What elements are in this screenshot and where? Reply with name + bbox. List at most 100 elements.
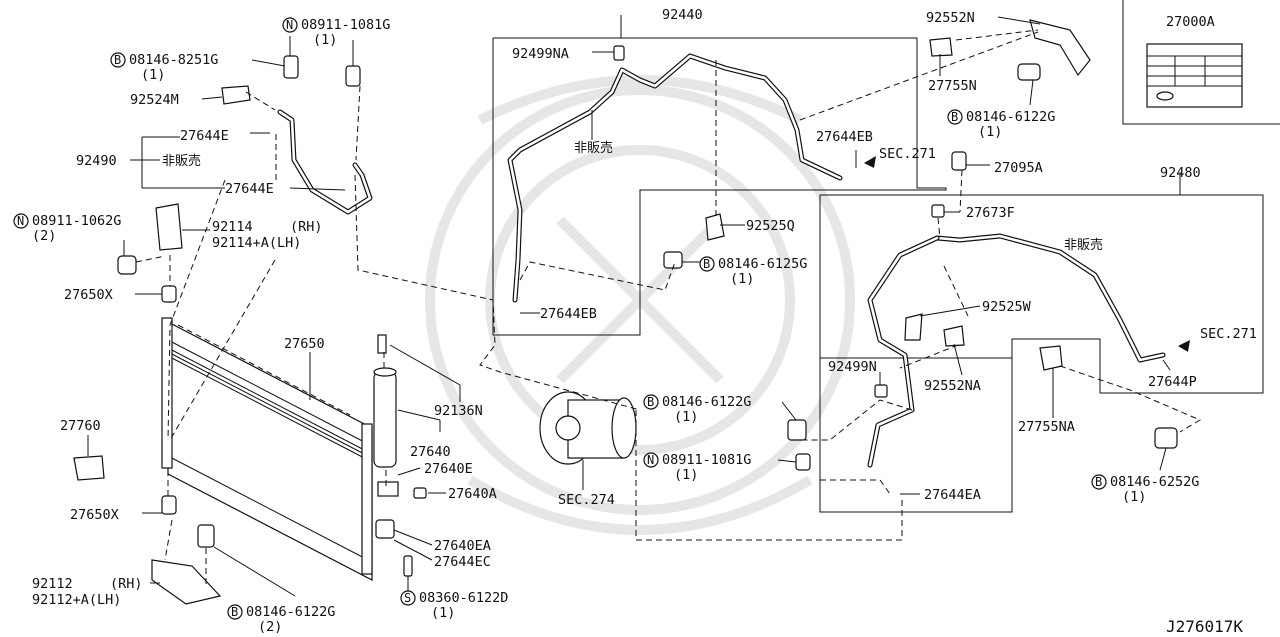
label-27673F: 27673F (966, 205, 1015, 221)
label-92525Q: 92525Q (746, 218, 795, 234)
mark-b: B (231, 605, 238, 619)
label-27755N: 27755N (928, 78, 977, 94)
callout-08911-1081G-top: N 08911-1081G (1) (282, 17, 390, 48)
condenser-27650 (161, 317, 373, 581)
mark-n: N (286, 18, 293, 32)
pipe-92490 (277, 109, 373, 215)
label-92552NA: 92552NA (924, 378, 981, 394)
label-27640A: 27640A (448, 486, 497, 502)
mark-b: B (703, 257, 710, 271)
callout-08146-6122G-bottom: B 08146-6122G (2) (227, 604, 335, 635)
pipe-92480 (867, 233, 1166, 468)
leader-lines (87, 15, 1181, 597)
label-27644EB-bottom: 27644EB (540, 306, 597, 322)
label-08911-1062G: 08911-1062G (32, 213, 121, 229)
mark-n: N (17, 214, 24, 228)
label-92114A: 92114+A(LH) (212, 235, 301, 251)
label-92499N: 92499N (828, 359, 877, 375)
label-92524M: 92524M (130, 92, 179, 108)
label-08146-6122G-bottom-qty: (2) (258, 619, 282, 635)
label-08146-6122G-mid-qty: (1) (674, 409, 698, 425)
label-27644P: 27644P (1148, 374, 1197, 390)
callout-08911-1062G: N 08911-1062G (2) (13, 213, 121, 244)
label-08146-6122G-top-qty: (1) (978, 124, 1002, 140)
label-27650X-top: 27650X (64, 287, 113, 303)
label-92480: 92480 (1160, 165, 1201, 181)
label-92552N: 92552N (926, 10, 975, 26)
diagram-ref-code: J276017K (1166, 617, 1243, 636)
box-27000A (1122, 0, 1280, 125)
callout-08146-6122G-mid: B 08146-6122G (1) (643, 394, 751, 425)
box-92499N (819, 357, 1013, 513)
label-27640: 27640 (410, 444, 451, 460)
label-hibanbai-92480: 非販売 (1064, 237, 1103, 253)
label-92112A: 92112+A(LH) (32, 592, 121, 608)
label-08146-8251G-qty: (1) (141, 67, 165, 83)
receiver-drier-27640 (373, 334, 399, 497)
label-hibanbai-92440: 非販売 (574, 140, 613, 156)
clips-and-bolts (73, 19, 1178, 605)
label-sec271-right: SEC.271 (1200, 326, 1257, 342)
label-27644E-b: 27644E (225, 181, 274, 197)
callout-08360-6122D: S 08360-6122D (1) (400, 590, 508, 621)
label-hibanbai-92490: 非販売 (162, 153, 201, 169)
label-27000A: 27000A (1166, 14, 1215, 30)
box-92440 (492, 37, 947, 336)
labels: 92440 92499NA 非販売 27644EB SEC.271 27644E… (13, 7, 1257, 636)
label-27760: 27760 (60, 418, 101, 434)
sec-arrows (864, 156, 1190, 352)
label-08360-6122D: 08360-6122D (419, 590, 508, 606)
label-92440: 92440 (662, 7, 703, 23)
label-92112: 92112 (32, 576, 73, 592)
callout-08146-6125G: B 08146-6125G (1) (699, 256, 807, 287)
mark-b: B (951, 110, 958, 124)
label-08146-6125G: 08146-6125G (718, 256, 807, 272)
label-08146-6122G-bottom: 08146-6122G (246, 604, 335, 620)
mark-s: S (404, 591, 411, 605)
callout-08146-6252G: B 08146-6252G (1) (1091, 474, 1199, 505)
mark-n: N (647, 453, 654, 467)
dashed-routing (135, 29, 1202, 585)
label-08911-1081G-top: 08911-1081G (301, 17, 390, 33)
callout-08911-1081G-mid: N 08911-1081G (1) (643, 452, 751, 483)
label-08146-6125G-qty: (1) (730, 271, 754, 287)
callout-08146-6122G-top: B 08146-6122G (1) (947, 109, 1055, 140)
label-92136N: 92136N (434, 403, 483, 419)
label-08146-6252G-qty: (1) (1122, 489, 1146, 505)
label-92114-rh: (RH) (290, 219, 323, 235)
callout-08146-8251G: B 08146-8251G (1) (110, 52, 218, 83)
mark-b: B (1095, 475, 1102, 489)
label-27644EC: 27644EC (434, 554, 491, 570)
label-27644EB-top: 27644EB (816, 129, 873, 145)
label-08146-8251G: 08146-8251G (129, 52, 218, 68)
label-27640EA: 27640EA (434, 538, 491, 554)
pipe-92440 (507, 53, 843, 303)
label-08911-1081G-mid: 08911-1081G (662, 452, 751, 468)
label-sec271-top: SEC.271 (879, 146, 936, 162)
label-92112-rh: (RH) (110, 576, 143, 592)
label-08146-6122G-mid: 08146-6122G (662, 394, 751, 410)
label-08911-1081G-top-qty: (1) (313, 32, 337, 48)
box-92480 (819, 194, 1264, 394)
label-27650X-bottom: 27650X (70, 507, 119, 523)
mark-b: B (114, 53, 121, 67)
label-92490: 92490 (76, 153, 117, 169)
label-92499NA: 92499NA (512, 46, 569, 62)
label-27644E-a: 27644E (180, 128, 229, 144)
label-27644EA-right: 27644EA (924, 487, 981, 503)
label-27095A: 27095A (994, 160, 1043, 176)
label-sec274: SEC.274 (558, 492, 615, 508)
label-92114: 92114 (212, 219, 253, 235)
label-08911-1062G-qty: (2) (32, 228, 56, 244)
label-27640E: 27640E (424, 461, 473, 477)
label-08911-1081G-mid-qty: (1) (674, 467, 698, 483)
label-08146-6252G: 08146-6252G (1110, 474, 1199, 490)
label-27650: 27650 (284, 336, 325, 352)
label-27755NA: 27755NA (1018, 419, 1075, 435)
label-92525W: 92525W (982, 299, 1032, 315)
mark-b: B (647, 395, 654, 409)
label-08360-6122D-qty: (1) (431, 605, 455, 621)
label-08146-6122G-top: 08146-6122G (966, 109, 1055, 125)
